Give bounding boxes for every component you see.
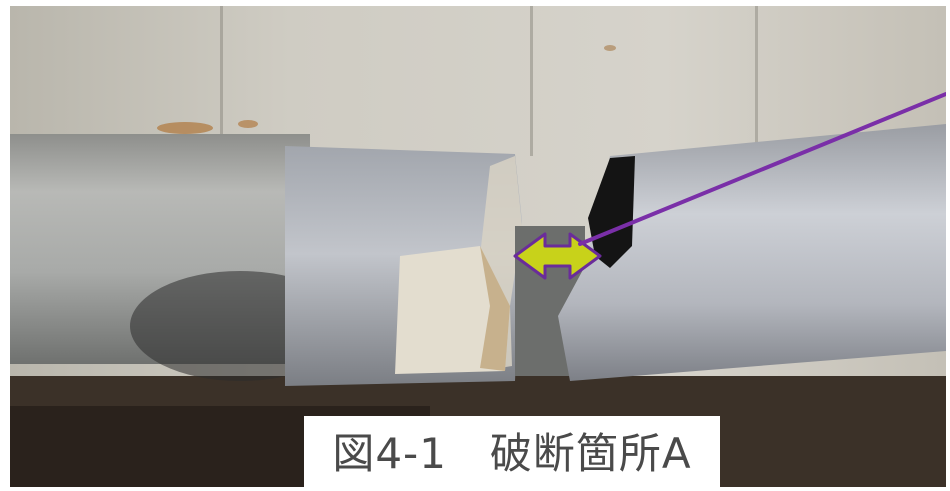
damage-stain <box>480 246 510 371</box>
pipe-rupture-hole <box>588 156 635 268</box>
callout-line <box>578 92 946 246</box>
figure-caption: 図4-1 破断箇所A <box>332 428 692 478</box>
photo-frame <box>10 6 946 487</box>
wall-panel-seam <box>530 6 533 156</box>
wall-stain <box>157 122 213 134</box>
broken-pipe-photo <box>10 6 946 487</box>
wall-panel-seam <box>220 6 223 136</box>
damage-patch <box>395 246 510 374</box>
right-pipe <box>558 124 946 381</box>
wall-panel-seam <box>755 6 758 146</box>
wall-stain <box>238 120 258 128</box>
wall-stain <box>604 45 616 51</box>
figure-caption-box: 図4-1 破断箇所A <box>304 416 720 491</box>
